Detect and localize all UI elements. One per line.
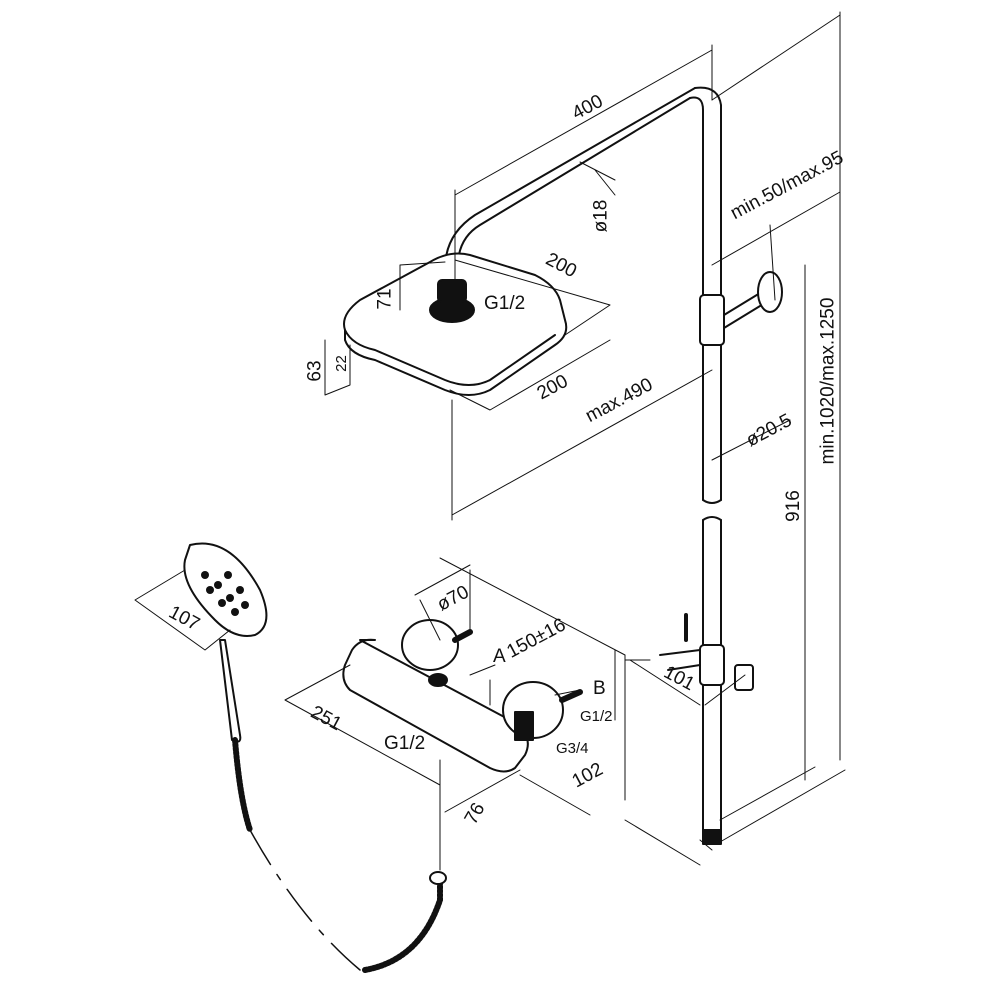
- shower-hose-end: [362, 877, 443, 973]
- dim-hose-outlet-thread: G1/2: [384, 733, 426, 754]
- shower-arm: [444, 87, 696, 281]
- shower-hose-dashed: [249, 829, 361, 971]
- dim-head-connection: G1/2: [484, 293, 526, 314]
- riser-pipe: [689, 86, 722, 845]
- dim-inlet-thread: G3/4: [556, 740, 589, 757]
- dim-head-thickness-total: 63: [304, 360, 326, 382]
- hand-shower-holder: [659, 613, 754, 691]
- dim-head-height: 71: [374, 288, 396, 310]
- dimension-lines: [134, 11, 846, 871]
- dim-arm-diameter: ø18: [590, 199, 612, 233]
- shower-hose: [232, 737, 253, 833]
- thermostatic-mixer: [342, 619, 583, 773]
- dim-head-thickness: 22: [332, 355, 350, 372]
- label-inlet-b: B: [593, 678, 606, 699]
- dim-riser-height: 916: [782, 490, 804, 522]
- dim-total-height: min.1020/max.1250: [817, 297, 839, 465]
- riser-slider: [699, 294, 725, 346]
- wall-bracket: [723, 271, 783, 329]
- hand-shower: [183, 542, 268, 743]
- label-inlet-a: A: [493, 646, 506, 667]
- dim-inlet-b-thread: G1/2: [580, 708, 613, 725]
